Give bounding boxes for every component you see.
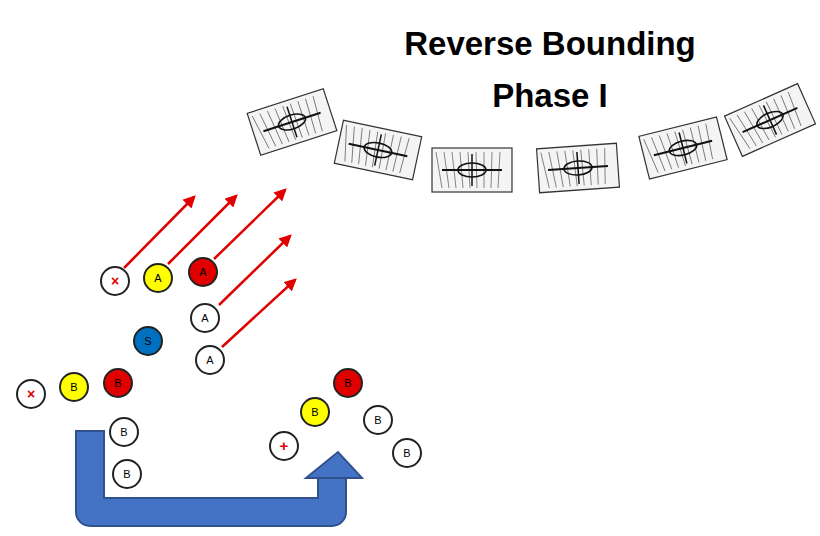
player-label: +	[280, 440, 289, 452]
player-label: A	[201, 312, 208, 324]
player-circle: B	[300, 397, 330, 427]
player-label: B	[403, 447, 410, 459]
player-label: A	[154, 272, 161, 284]
player-circle: ×	[16, 379, 46, 409]
player-label: B	[311, 406, 318, 418]
player-circle: B	[392, 438, 422, 468]
route-arrows	[124, 190, 295, 347]
tackling-dummy	[537, 143, 620, 192]
player-label: A	[199, 266, 206, 278]
player-circle: +	[269, 431, 299, 461]
player-label: B	[374, 414, 381, 426]
player-label: B	[114, 377, 121, 389]
player-circle: A	[143, 263, 173, 293]
player-label: ×	[111, 275, 119, 287]
tackling-dummy	[247, 89, 337, 156]
player-circle: S	[133, 326, 163, 356]
player-circle: B	[363, 405, 393, 435]
player-circle: B	[109, 417, 139, 447]
player-circle: B	[103, 368, 133, 398]
player-circle: B	[59, 372, 89, 402]
player-circle: B	[333, 368, 363, 398]
tackling-dummy	[334, 120, 421, 180]
diagram-title: Reverse Bounding Phase I	[370, 18, 730, 122]
player-circle: ×	[100, 266, 130, 296]
player-label: B	[120, 426, 127, 438]
tackling-dummy	[725, 84, 816, 157]
player-circle: B	[112, 459, 142, 489]
player-label: B	[123, 468, 130, 480]
player-label: S	[144, 335, 151, 347]
tackling-dummy	[432, 148, 512, 192]
player-label: ×	[27, 388, 35, 400]
player-label: B	[344, 377, 351, 389]
tackling-dummy	[639, 117, 727, 179]
player-circle: A	[188, 257, 218, 287]
player-circle: A	[190, 303, 220, 333]
player-circle: A	[195, 345, 225, 375]
player-label: B	[70, 381, 77, 393]
player-label: A	[206, 354, 213, 366]
